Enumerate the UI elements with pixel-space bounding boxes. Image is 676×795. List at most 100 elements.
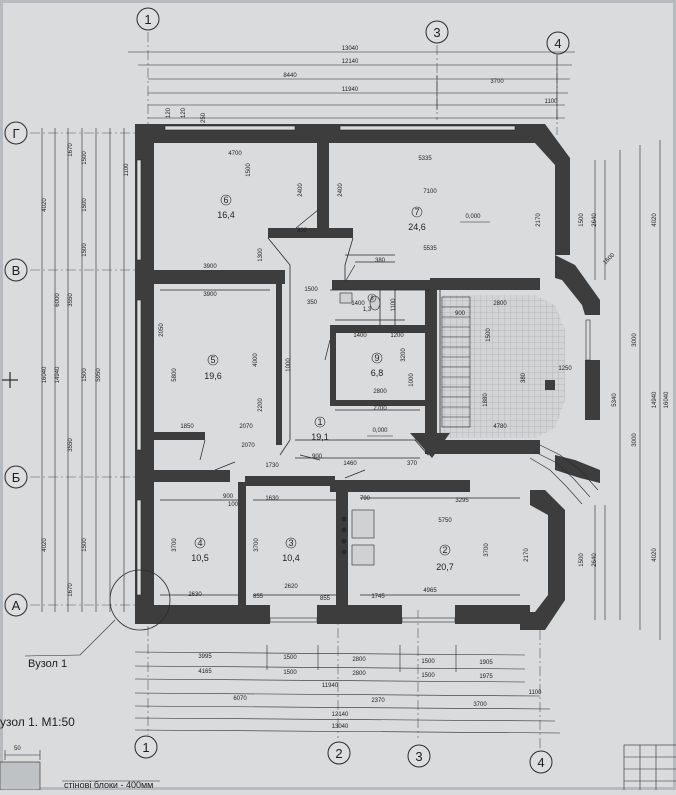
dimension-label: 2 xyxy=(335,746,342,761)
dimension-label: 1400 xyxy=(353,333,367,339)
dimension-label: 1250 xyxy=(558,366,572,372)
dimension-label: 10,4 xyxy=(282,553,300,563)
dimension-label: 300 xyxy=(297,228,308,234)
dimension-label: 3295 xyxy=(455,498,469,504)
dimension-label: 1880 xyxy=(483,393,489,407)
dimension-label: 3700 xyxy=(490,79,504,85)
dimension-label: 900 xyxy=(455,311,466,317)
dimension-label: 2800 xyxy=(373,389,387,395)
dimension-label: Г xyxy=(12,126,19,141)
title-block-frame xyxy=(623,744,676,795)
dimension-label: 1500 xyxy=(283,655,297,661)
left-dimension-lines xyxy=(41,128,125,612)
dimension-label: 4000 xyxy=(253,353,259,367)
dimension-label: 2070 xyxy=(239,424,253,430)
dimension-label: 19,1 xyxy=(311,432,329,442)
dimension-label: 4780 xyxy=(493,424,507,430)
dimension-label: 5535 xyxy=(423,246,437,252)
dimension-label: 20,7 xyxy=(436,562,454,572)
dimension-label: 380 xyxy=(521,372,527,383)
dimension-label: 1905 xyxy=(479,660,493,666)
dimension-label: 8 xyxy=(370,296,374,302)
dimension-label: 1850 xyxy=(180,424,194,430)
dimension-label: 2050 xyxy=(159,323,165,337)
dimension-label: А xyxy=(12,598,21,613)
dimension-label: 7100 xyxy=(423,189,437,195)
dimension-label: 3200 xyxy=(401,348,407,362)
dimension-label: 3 xyxy=(288,538,293,548)
dimension-label: 3000 xyxy=(632,433,638,447)
dimension-label: 3900 xyxy=(203,292,217,298)
scale-bar xyxy=(4,750,41,760)
dimension-label: 1000 xyxy=(286,358,292,372)
dimension-label: 1500 xyxy=(421,673,435,679)
dimension-label: 1975 xyxy=(479,674,493,680)
dimension-label: 2400 xyxy=(338,183,344,197)
dimension-label: 4165 xyxy=(198,669,212,675)
dimension-label: 14940 xyxy=(652,391,658,408)
dimension-label: 1 xyxy=(317,417,322,427)
dimension-label: 2370 xyxy=(371,698,385,704)
axis-bubble-bottom-3: 3 xyxy=(407,744,431,768)
dimension-label: 16040 xyxy=(664,391,670,408)
node-label: Вузол 1 xyxy=(28,658,67,670)
node-callout-circle xyxy=(109,569,171,631)
room-6: 6 16,4 xyxy=(217,194,235,220)
dimension-label: 1500 xyxy=(421,659,435,665)
axis-bubble-left-a: А xyxy=(4,593,28,617)
dimension-label: 4 xyxy=(537,755,544,770)
dimension-label: 1500 xyxy=(246,163,252,177)
dimension-label: 6,8 xyxy=(371,368,384,378)
dimension-label: 2200 xyxy=(258,398,264,412)
dimension-label: 6000 xyxy=(55,293,61,307)
dimension-label: 1500 xyxy=(283,670,297,676)
dimension-label: 3000 xyxy=(632,333,638,347)
dimension-label: 3900 xyxy=(203,264,217,270)
dimension-label: 14940 xyxy=(55,366,61,383)
dimension-label: 1500 xyxy=(304,287,318,293)
dimension-label: 5340 xyxy=(612,393,618,407)
dimension-label: Б xyxy=(12,470,21,485)
dimension-label: 3700 xyxy=(254,538,260,552)
dimension-label: 7 xyxy=(414,207,419,217)
dimension-label: 2800 xyxy=(493,301,507,307)
dimension-label: 13040 xyxy=(342,46,359,52)
dimension-label: 3700 xyxy=(172,538,178,552)
partitions xyxy=(160,237,520,596)
dimension-label: 2640 xyxy=(592,213,598,227)
dimension-label: 1630 xyxy=(265,496,279,502)
dimension-label: 350 xyxy=(307,300,318,306)
dimension-label: 5750 xyxy=(438,518,452,524)
node-underline xyxy=(24,654,81,657)
dimension-label: 11940 xyxy=(322,683,339,689)
dimension-label: 4020 xyxy=(652,548,658,562)
dimension-label: 13040 xyxy=(332,724,349,730)
dimension-label: 4020 xyxy=(42,198,48,212)
top-dimension-lines xyxy=(128,51,575,120)
dimension-label: 2 xyxy=(442,545,447,555)
dimension-label: 2630 xyxy=(188,592,202,598)
dimension-label: 16040 xyxy=(42,366,48,383)
dimension-label: 900 xyxy=(312,454,323,460)
dimension-label: 855 xyxy=(320,596,331,602)
dimension-label: 100 xyxy=(228,502,239,508)
level-mark-hall: 0,000 xyxy=(372,428,388,434)
dimension-label: 2400 xyxy=(298,183,304,197)
dimension-label: 2170 xyxy=(536,213,542,227)
dimension-label: 3550 xyxy=(68,293,74,307)
dimension-label: 3550 xyxy=(68,438,74,452)
dimension-label: 1300 xyxy=(258,248,264,262)
right-dimension-lines xyxy=(594,140,661,640)
dimension-label: 6070 xyxy=(233,696,247,702)
dimension-label: 4700 xyxy=(228,151,242,157)
dimension-label: 370 xyxy=(407,461,418,467)
dimension-label: 900 xyxy=(223,494,234,500)
room-2: 2 20,7 xyxy=(436,544,454,572)
axis-bubble-top-4: 4 xyxy=(546,31,570,55)
axis-bubble-bottom-2: 2 xyxy=(327,741,351,765)
scale-bar-value: 50 xyxy=(14,746,21,752)
dimension-label: 2620 xyxy=(284,584,298,590)
axis-bubble-left-v: В xyxy=(4,258,28,282)
entry-canopy xyxy=(410,433,450,458)
node-leader-line xyxy=(79,619,116,656)
